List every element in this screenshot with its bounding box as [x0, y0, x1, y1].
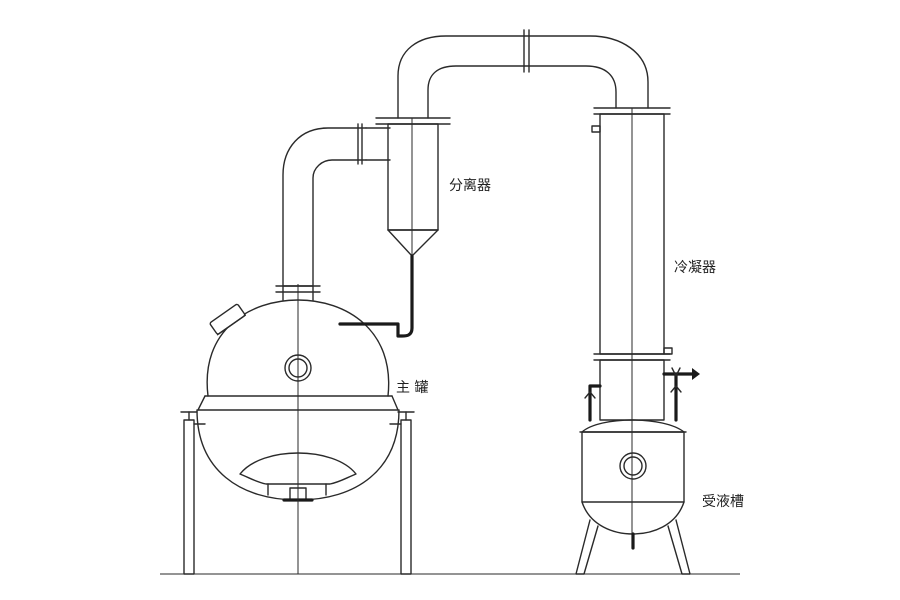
- label-separator: 分离器: [449, 177, 491, 194]
- separator-body: [387, 123, 439, 231]
- separator-return-line: [338, 254, 414, 338]
- receiver-top: [581, 419, 685, 433]
- vapor-pipe-tank-to-separator: [282, 123, 391, 287]
- condenser-right-line: [662, 372, 678, 422]
- arrow-up-icon: [584, 391, 596, 399]
- receiver-leg-left: [575, 519, 599, 575]
- heating-coil: [239, 452, 357, 485]
- main-tank: [180, 284, 415, 575]
- separator: [338, 117, 451, 338]
- main-tank-legs: [180, 411, 415, 575]
- receiver-sight-glass-icon: [619, 452, 647, 480]
- condenser: [584, 107, 700, 548]
- arrow-up-icon-right: [670, 385, 682, 393]
- label-receiver: 受液槽: [702, 494, 744, 510]
- receiver: [575, 419, 691, 575]
- crossover-pipe: [397, 29, 649, 119]
- label-condenser: 冷凝器: [674, 260, 716, 276]
- receiver-leg-right: [667, 519, 691, 575]
- manhole-icon: [209, 303, 247, 336]
- label-main-tank: 主 罐: [396, 380, 428, 396]
- valve-icon: [692, 368, 700, 380]
- condenser-left-line: [588, 384, 602, 422]
- receiver-body: [581, 431, 685, 503]
- separator-cone: [387, 229, 439, 257]
